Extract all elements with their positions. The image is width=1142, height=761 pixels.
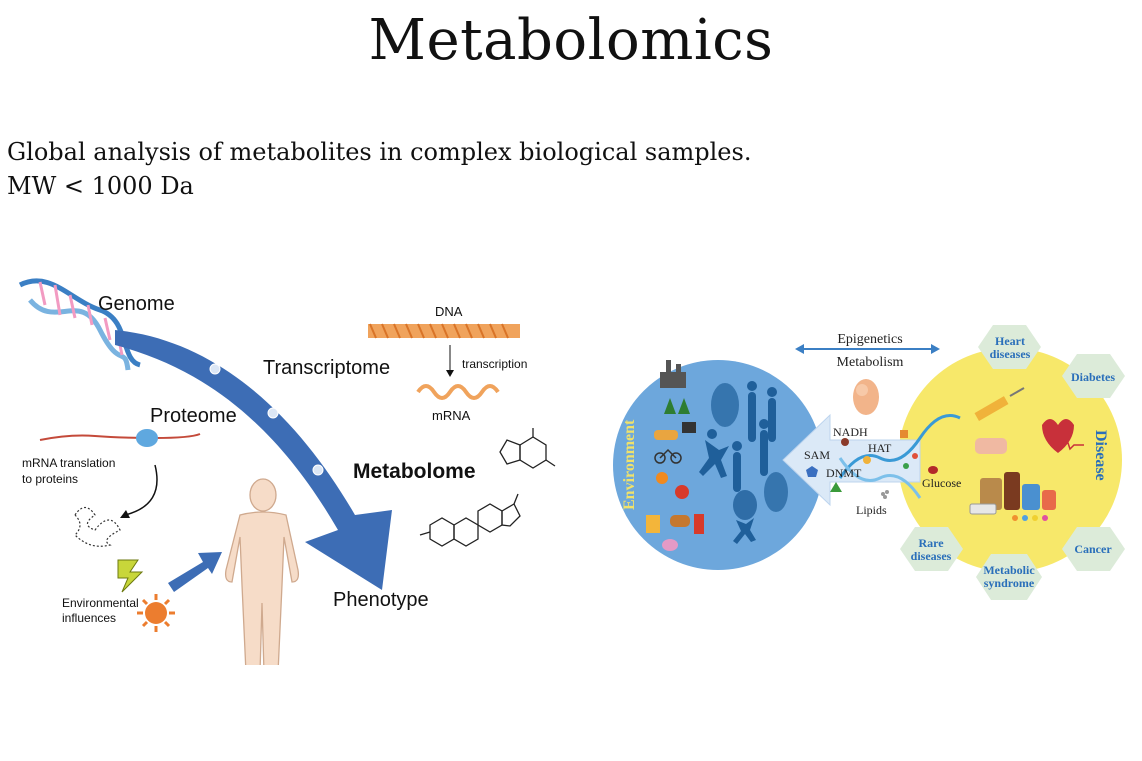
mrna-wave-icon — [416, 384, 500, 400]
svg-text:diseases: diseases — [911, 549, 952, 563]
disease-circle — [898, 348, 1122, 572]
human-body-icon — [224, 478, 300, 665]
label-transcription: transcription — [462, 357, 527, 371]
svg-text:Rare: Rare — [918, 536, 944, 550]
cascade-dot-2 — [267, 407, 279, 419]
heart-organ-icon — [1042, 419, 1084, 453]
hexagon-cancer: Cancer — [1062, 527, 1125, 571]
label-mrna: mRNA — [432, 408, 471, 423]
bicycle-icon — [654, 448, 682, 464]
label-mrna-translation-2: to proteins — [22, 472, 78, 486]
environment-disease-figure: Heart diseases Diabetes Rare diseases Ca… — [613, 325, 1125, 600]
people-silhouettes — [699, 381, 788, 544]
svg-text:Heart: Heart — [995, 334, 1025, 348]
medication-icon — [969, 472, 1056, 521]
orange-icon — [656, 472, 668, 484]
label-environment: Environment — [621, 419, 638, 510]
hand-icon — [975, 438, 1007, 454]
protein-fold-icon — [74, 506, 121, 547]
label-epigenetics: Epigenetics — [837, 332, 902, 347]
ribosome-strand — [39, 433, 201, 441]
nadh-marker — [841, 438, 849, 446]
label-phenotype: Phenotype — [333, 589, 429, 611]
label-proteome: Proteome — [150, 405, 237, 427]
cupcake-icon — [662, 539, 678, 551]
svg-text:Metabolic: Metabolic — [983, 563, 1035, 577]
svg-text:syndrome: syndrome — [984, 576, 1035, 590]
cascade-dot-3 — [312, 464, 324, 476]
label-dna: DNA — [435, 304, 463, 319]
hexagon-metabolic-syndrome: Metabolic syndrome — [976, 554, 1042, 600]
cascade-arrow — [115, 330, 392, 590]
epigenetic-markers — [900, 430, 918, 469]
label-environmental-1: Environmental — [62, 596, 139, 610]
dna-helix-icon — [18, 278, 142, 371]
hat-marker — [863, 456, 871, 464]
svg-text:diseases: diseases — [990, 347, 1031, 361]
hexagon-rare-diseases: Rare diseases — [900, 527, 963, 571]
bread-icon — [654, 430, 678, 440]
purine-molecule-icon — [499, 428, 556, 469]
subtitle-line-2: MW < 1000 Da — [7, 172, 194, 200]
sam-marker — [806, 466, 818, 477]
svg-text:Cancer: Cancer — [1074, 542, 1112, 556]
label-lipids: Lipids — [856, 503, 887, 517]
hexagon-diabetes: Diabetes — [1062, 354, 1125, 398]
drink-icon — [694, 514, 704, 534]
label-metabolism: Metabolism — [837, 355, 904, 370]
label-disease: Disease — [1092, 430, 1109, 481]
burger-icon — [670, 515, 690, 527]
label-environmental-2: influences — [62, 611, 116, 625]
beer-icon — [646, 515, 660, 533]
fetus-icon — [853, 379, 879, 415]
lightning-icon — [117, 559, 144, 593]
factory-icon — [660, 360, 686, 388]
label-glucose: Glucose — [922, 476, 961, 490]
label-sam: SAM — [804, 448, 830, 462]
label-hat: HAT — [868, 441, 892, 455]
label-dnmt: DNMT — [826, 466, 862, 480]
omics-cascade-figure: Genome Transcriptome Proteome Metabolome… — [18, 278, 556, 665]
label-mrna-translation-1: mRNA translation — [22, 456, 115, 470]
dnmt-marker — [830, 482, 842, 492]
ribosome-icon — [136, 429, 158, 447]
subtitle-line-1: Global analysis of metabolites in comple… — [7, 138, 752, 166]
tv-icon — [682, 422, 696, 433]
label-metabolome: Metabolome — [353, 460, 476, 483]
steroid-molecule-icon — [419, 493, 521, 547]
cascade-dot-1 — [209, 363, 221, 375]
environment-arrow — [168, 552, 222, 592]
glucose-marker — [928, 466, 938, 474]
slide-title: Metabolomics — [368, 8, 774, 73]
syringe-icon — [974, 387, 1025, 421]
apple-icon — [675, 485, 689, 499]
hexagon-heart-diseases: Heart diseases — [978, 325, 1041, 369]
sun-icon — [137, 594, 175, 632]
label-transcriptome: Transcriptome — [263, 357, 390, 379]
label-genome: Genome — [98, 293, 175, 315]
epigenetics-arrow — [782, 413, 921, 507]
tree-icon — [664, 398, 690, 414]
svg-text:Diabetes: Diabetes — [1071, 370, 1115, 384]
label-nadh: NADH — [833, 425, 868, 439]
lipids-marker — [881, 490, 889, 499]
